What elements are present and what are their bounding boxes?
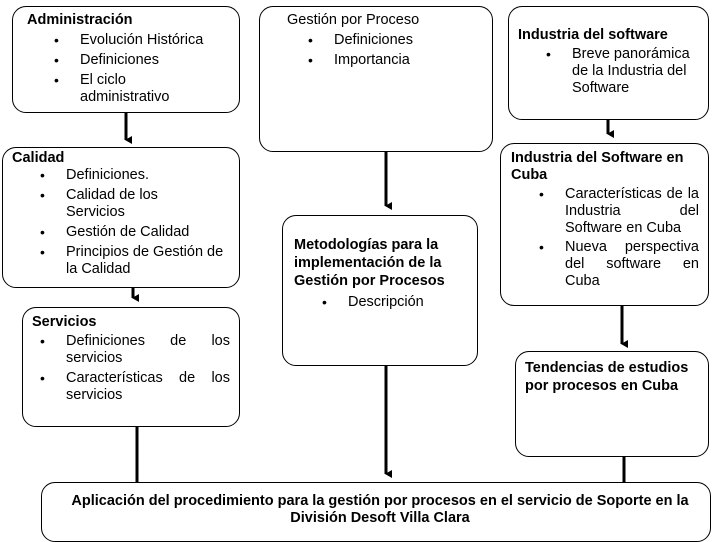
list-item: Calidad de los Servicios (40, 187, 186, 221)
metodologias-box (282, 215, 478, 366)
servicios-box (22, 307, 240, 427)
industria-cuba-title: Industria del Software en Cuba (511, 150, 684, 183)
list-item: Definiciones (308, 32, 484, 49)
gestion-title: Gestión por Proceso (287, 12, 420, 28)
metodologias-title: Metodologías para la implementación de l… (294, 237, 445, 289)
administracion-title: Administración (27, 12, 133, 28)
tendencias-box (515, 351, 709, 457)
list-item: Importancia (308, 52, 484, 69)
list-item: Breve panorámica de la Industria del Sof… (546, 46, 704, 97)
list-item: Definiciones (54, 52, 230, 69)
servicios-title: Servicios (32, 314, 97, 330)
industria-cuba-list: Características de la Industria del Soft… (539, 186, 699, 290)
industria-list: Breve panorámica de la Industria del Sof… (546, 46, 704, 97)
list-item: Definiciones. (40, 167, 232, 184)
metodologias-list: Descripción (322, 294, 468, 311)
list-item: Gestión de Calidad (40, 224, 232, 241)
list-item: Características de la Industria del Soft… (539, 186, 699, 237)
calidad-list: Definiciones. Calidad de los Servicios G… (40, 167, 232, 278)
list-item: Definiciones de los servicios (40, 333, 230, 367)
gestion-box (259, 6, 493, 152)
list-item: Evolución Histórica (54, 32, 230, 49)
connector-lines (124, 113, 628, 482)
list-item: Características de los servicios (40, 370, 230, 404)
list-item: Principios de Gestión de la Calidad (40, 244, 232, 278)
gestion-list: Definiciones Importancia (308, 32, 484, 69)
administracion-list: Evolución Histórica Definiciones El cicl… (54, 32, 230, 106)
list-item: Descripción (322, 294, 468, 311)
aplicacion-title: Aplicación del procedimiento para la ges… (71, 493, 689, 526)
list-item: Nueva perspectiva del software en Cuba (539, 239, 699, 290)
list-item: El ciclo administrativo (54, 72, 190, 106)
tendencias-title: Tendencias de estudios por procesos en C… (525, 360, 689, 394)
servicios-list: Definiciones de los servicios Caracterís… (40, 333, 230, 404)
industria-title: Industria del software (518, 27, 668, 43)
calidad-title: Calidad (12, 150, 65, 166)
